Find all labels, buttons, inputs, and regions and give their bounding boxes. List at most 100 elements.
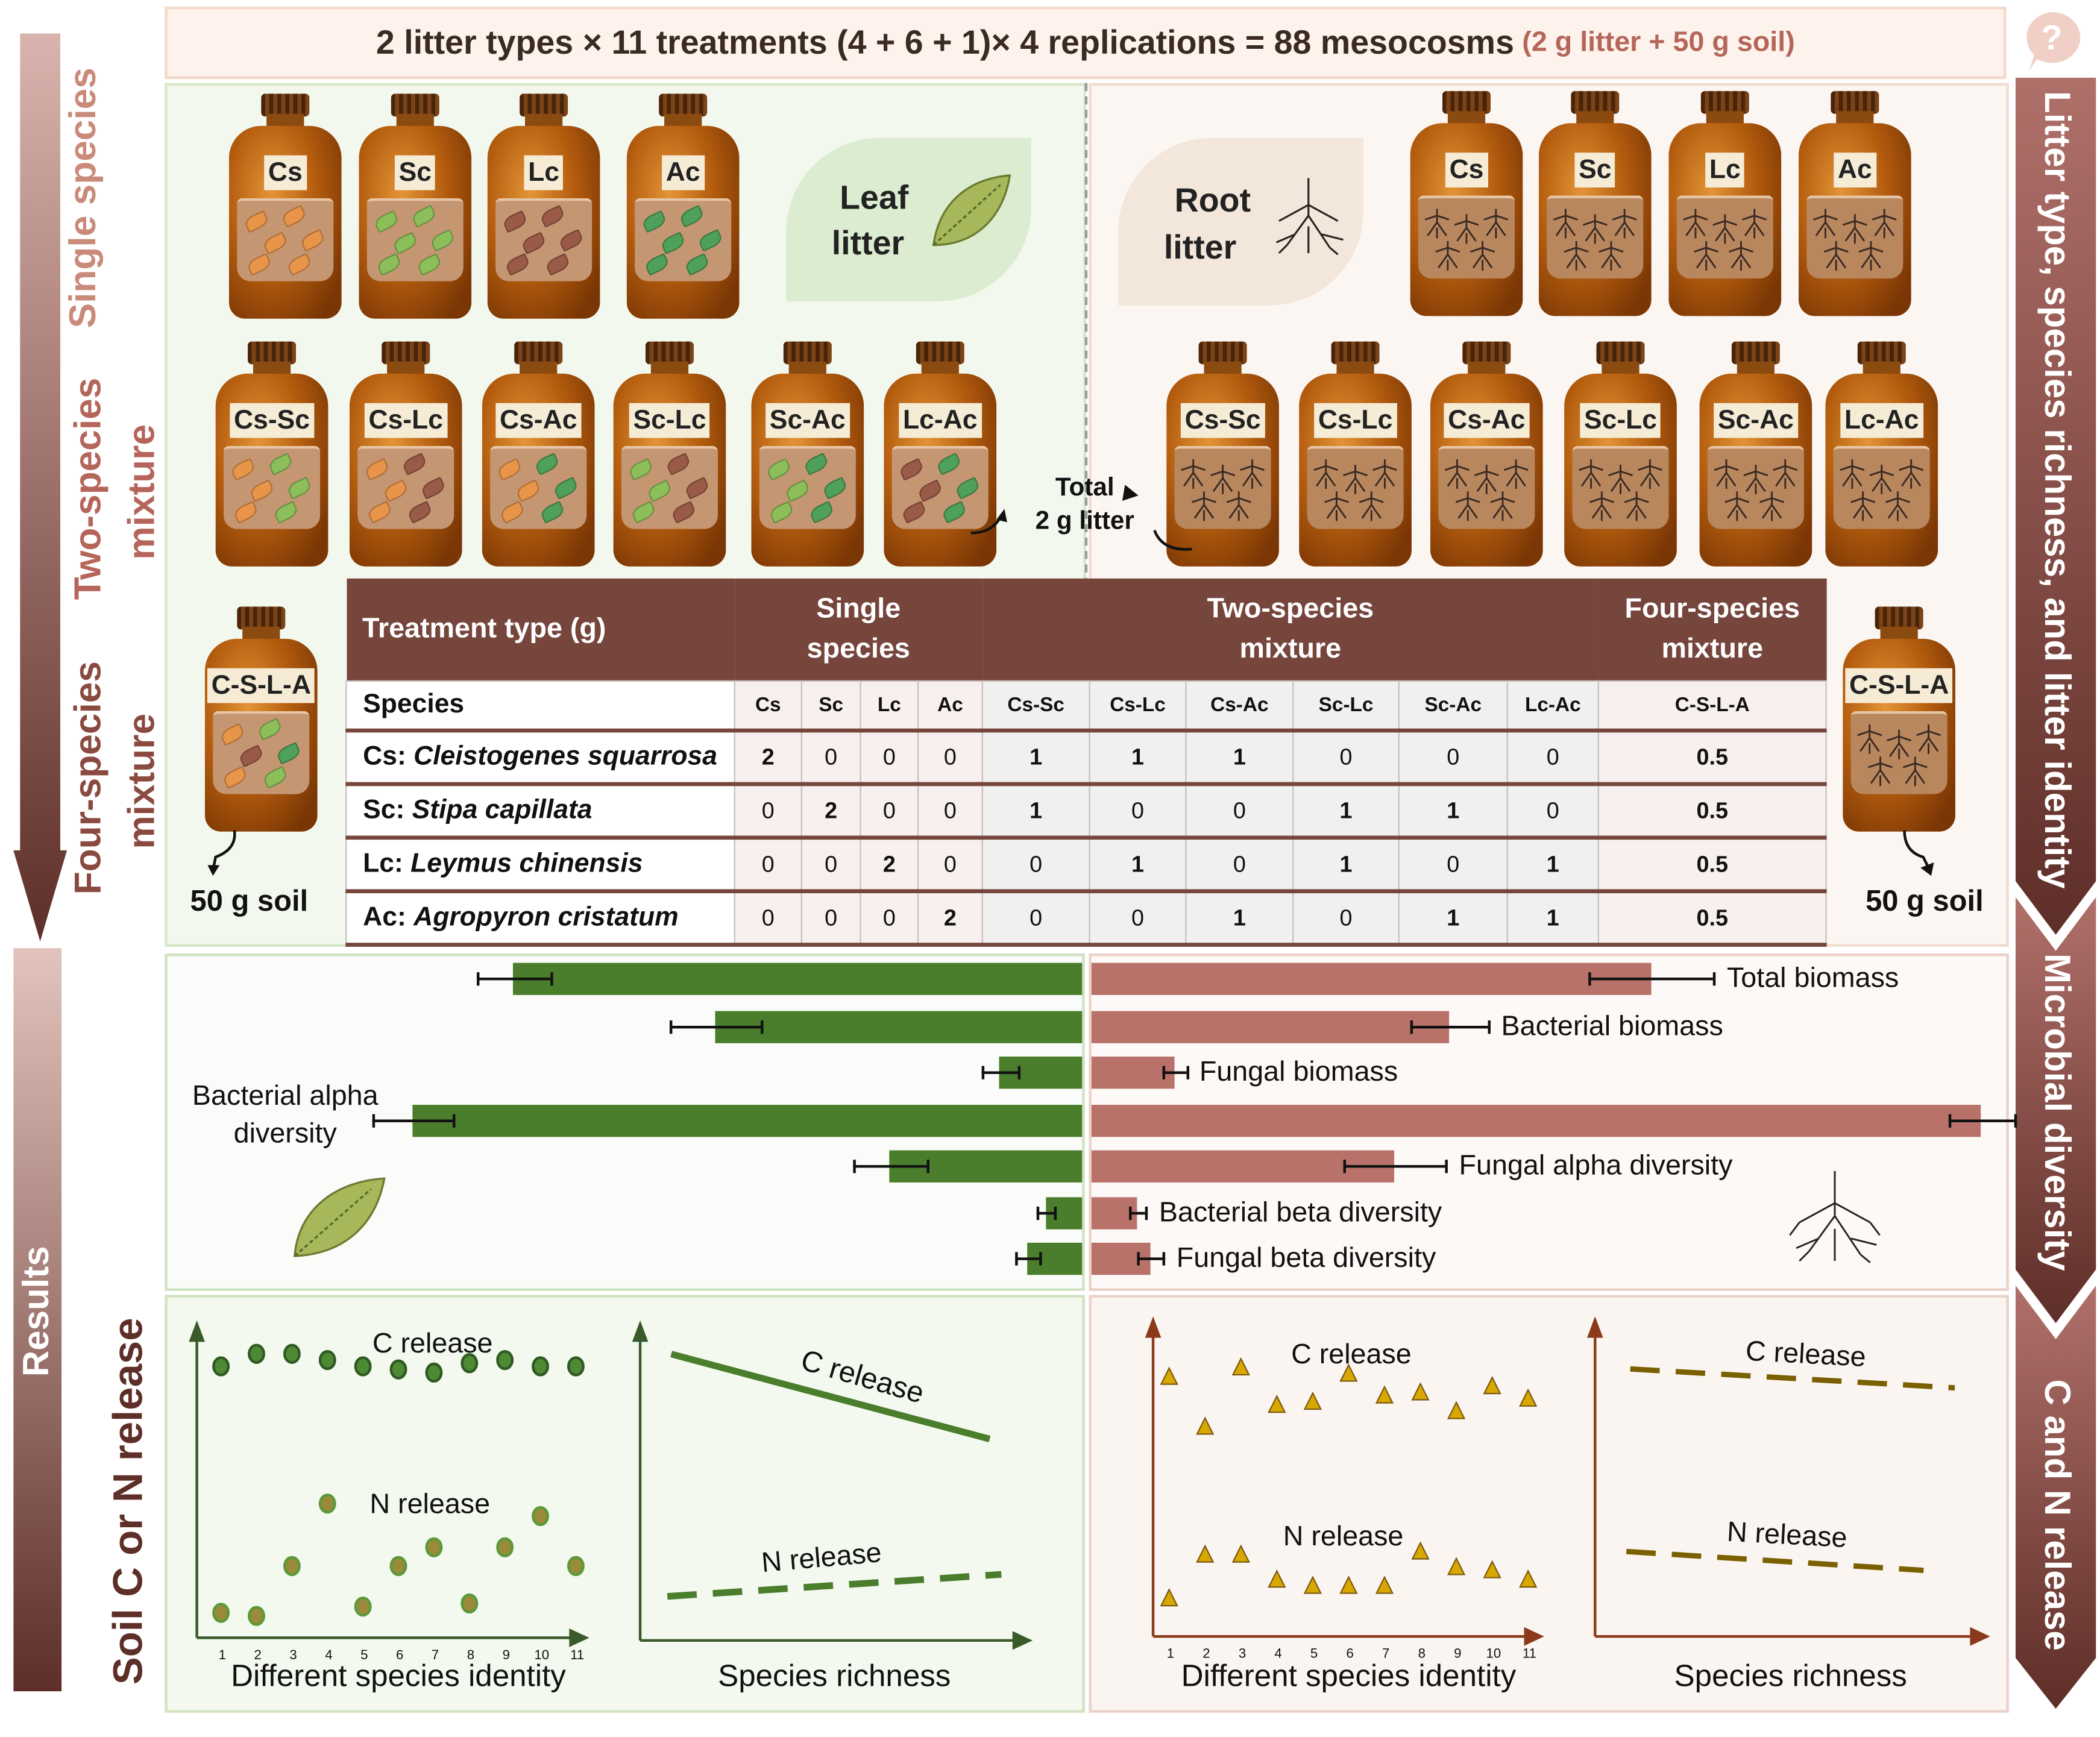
n-release-trend (667, 1571, 1002, 1600)
root-error-cap (1488, 1020, 1491, 1034)
table-cell: 2 (917, 890, 983, 946)
c-release-point (461, 1353, 479, 1374)
table-cell: 0 (1292, 729, 1400, 785)
jar-label: Cs-Lc (1314, 403, 1397, 438)
leaf-error-cap (761, 1020, 764, 1034)
leaf-error-cap (981, 1066, 984, 1079)
table-cell: 0 (860, 783, 919, 838)
leaf-litter-piece (219, 723, 246, 746)
n-release-point (496, 1537, 514, 1557)
table-cell: 0 (1185, 783, 1294, 838)
soil-release-label: Soil C or N release (104, 1318, 152, 1685)
jar: Sc-Lc (1564, 341, 1677, 567)
x-axis-label: Species richness (1674, 1658, 1907, 1692)
jar: Sc-Lc (613, 341, 726, 567)
root-error-cap (1342, 1160, 1346, 1173)
root-bar (1091, 963, 1652, 995)
leaf-litter-piece (363, 457, 391, 481)
species-code: Lc: (363, 849, 411, 879)
bar-label: Total biomass (1726, 963, 1899, 994)
design-arrow (13, 33, 68, 941)
root-error-bar (1588, 977, 1714, 981)
n-release-point (1447, 1557, 1466, 1575)
root-litter-icon (1683, 209, 1767, 271)
question-bubble-icon[interactable]: ? (2018, 8, 2085, 75)
n-release-point (567, 1556, 585, 1576)
n-release-point (1483, 1560, 1501, 1578)
jar-label: Sc-Lc (1580, 403, 1661, 438)
table-cell: 1 (1398, 783, 1508, 838)
leaf-litter-piece (275, 741, 303, 765)
jar-soil (213, 711, 310, 794)
total-litter-line2: 2 g litter (1035, 507, 1134, 536)
jar-soil (224, 445, 321, 529)
leaf-error-cap (550, 972, 553, 986)
c-release-point (1231, 1357, 1250, 1376)
header-single: Single species (734, 578, 982, 681)
jar-cap (916, 341, 964, 365)
jar-soil (1707, 445, 1804, 529)
c-release-point (1447, 1401, 1466, 1419)
leaf-error-cap (669, 1020, 672, 1034)
x-tick-label: 2 (1202, 1646, 1210, 1661)
jar-soil (1833, 445, 1930, 529)
c-release-point (1375, 1385, 1394, 1404)
jar: Sc (359, 93, 472, 319)
y-axis-arrow (1145, 1316, 1162, 1338)
leaf-litter-line1: Leaf (840, 179, 909, 217)
species-latin-name: Leymus chinensis (410, 849, 643, 879)
root-error-cap (1445, 1160, 1448, 1173)
x-tick-label: 3 (1239, 1646, 1246, 1661)
jar: Cs (1410, 91, 1523, 316)
jar: Cs-Ac (1430, 341, 1543, 567)
n-release-point (532, 1506, 549, 1527)
x-tick-label: 9 (1454, 1646, 1461, 1661)
c-release-point (532, 1356, 549, 1377)
bar-label: Fungal alpha diversity (1459, 1150, 1733, 1181)
table-cell: 0 (981, 837, 1090, 892)
table-cell: 0 (917, 837, 983, 892)
header-four-text: Four-species mixture (1624, 593, 1800, 665)
c-release-point (318, 1349, 336, 1371)
leaf-litter-piece (940, 500, 968, 524)
header-four: Four-species mixture (1598, 578, 1826, 681)
y-axis-arrow (189, 1320, 205, 1342)
leaf-litter-piece (501, 210, 529, 233)
jar: Cs-Lc (1299, 341, 1412, 567)
n-release-point (248, 1606, 265, 1626)
table-cell: 0 (917, 783, 983, 838)
table-cell: 0.5 (1597, 890, 1827, 946)
column-header: C-S-L-A (1597, 680, 1827, 732)
jar-cap (1442, 91, 1491, 114)
leaf-litter-piece (916, 479, 944, 503)
root-litter-icon (1857, 724, 1941, 787)
c-release-point (212, 1356, 230, 1377)
leaf-litter-piece (382, 479, 409, 503)
c-release-point (1303, 1391, 1322, 1410)
table-cell: 0.5 (1597, 837, 1827, 892)
table-cell: 0 (800, 890, 861, 946)
leaf-bar (513, 963, 1083, 995)
jar-label: Ac (1834, 152, 1876, 188)
column-header: Sc (800, 680, 861, 732)
c-release-label: C release (1291, 1338, 1412, 1369)
bar-label: Bacterial biomass (1501, 1011, 1723, 1042)
column-header: Cs (734, 680, 802, 732)
table-cell: 1 (1292, 783, 1400, 838)
n-release-label: N release (1726, 1516, 1848, 1553)
table-cell: 0 (1506, 783, 1600, 838)
single-species-label: Single species (61, 68, 104, 328)
n-release-point (389, 1556, 407, 1576)
n-release-label: N release (369, 1488, 490, 1519)
right-chevron-band (2015, 77, 2096, 1709)
x-tick-label: 7 (1382, 1646, 1389, 1661)
root-litter-icon (1424, 209, 1509, 271)
x-tick-label: 10 (1486, 1646, 1501, 1661)
root-litter-icon (1181, 459, 1265, 521)
jar: Lc (1668, 91, 1782, 316)
table-cell: 0 (800, 729, 861, 785)
